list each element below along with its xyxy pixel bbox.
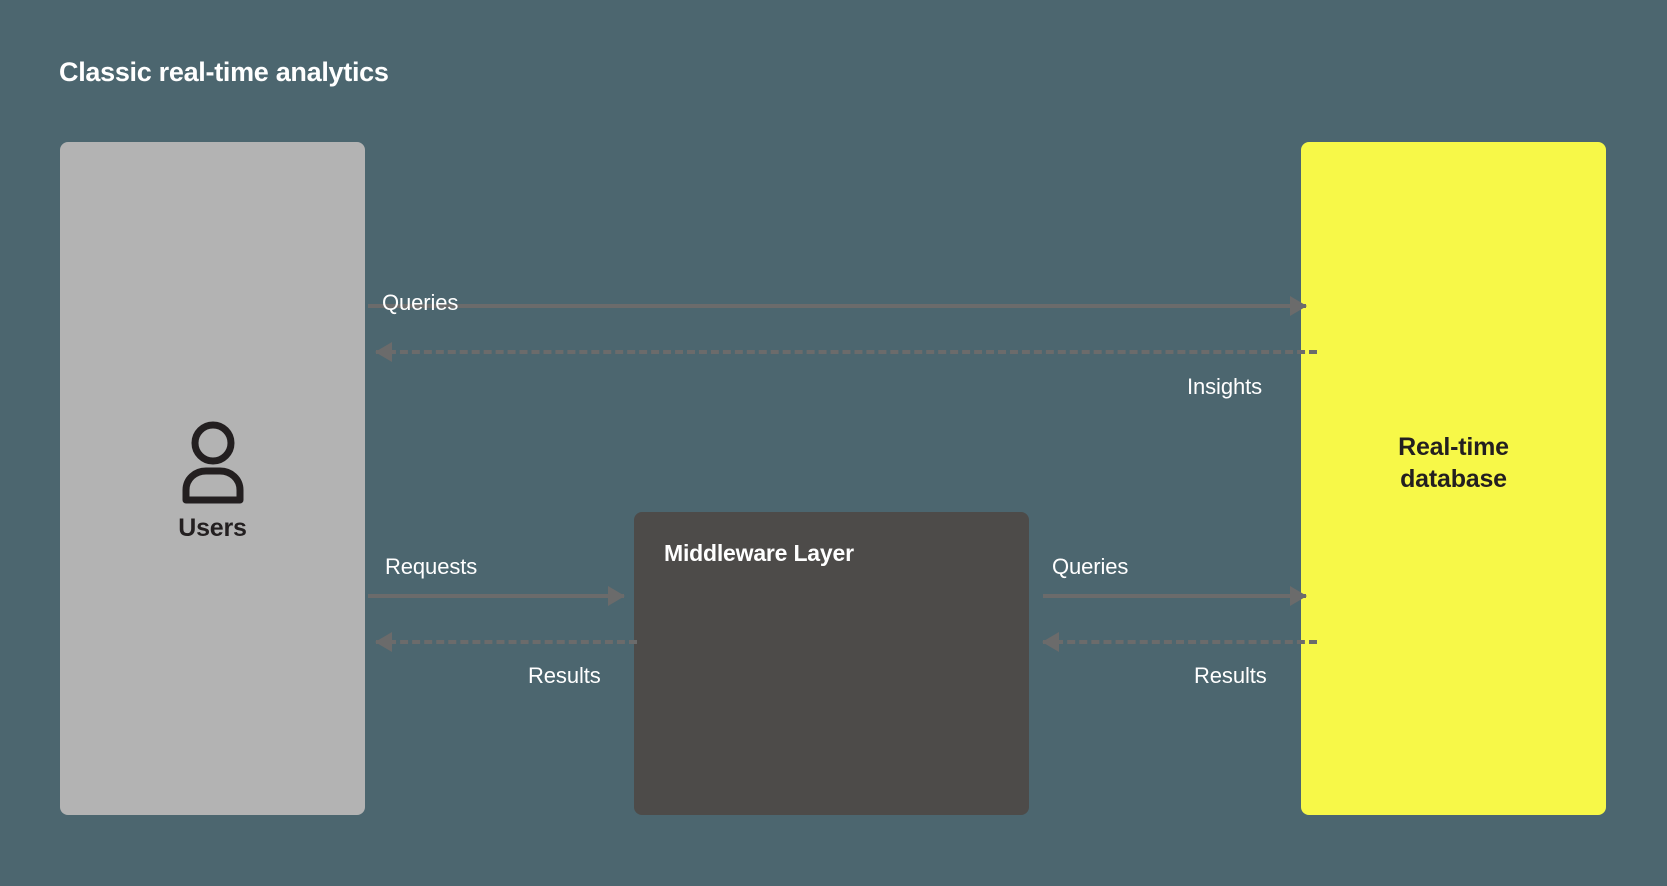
flow-line-dashed (376, 350, 1317, 354)
arrowhead-left-icon (375, 632, 392, 652)
arrowhead-left-icon (1042, 632, 1059, 652)
flow-line-dashed (1043, 640, 1317, 644)
users-node-content: Users (60, 420, 365, 543)
arrowhead-right-icon (1290, 586, 1307, 606)
flow-line (368, 304, 1306, 308)
flow-label-queries-top: Queries (382, 290, 459, 315)
arrowhead-right-icon (1290, 296, 1307, 316)
flow-label-results-left: Results (528, 663, 601, 688)
flow-label-requests: Requests (385, 554, 478, 579)
node-real-time-database: Real-time database (1301, 142, 1606, 815)
flow-line (1043, 594, 1306, 598)
arrowhead-left-icon (375, 342, 392, 362)
page-title: Classic real-time analytics (59, 57, 389, 87)
node-middleware-layer: Middleware Layer (634, 512, 1029, 815)
flow-label-insights: Insights (1187, 374, 1263, 399)
database-node-label: Real-time database (1301, 431, 1606, 495)
flow-label-queries-bottom: Queries (1052, 554, 1129, 579)
node-users: Users (60, 142, 365, 815)
user-icon (182, 421, 243, 504)
flow-line (368, 594, 624, 598)
flow-label-results-right: Results (1194, 663, 1267, 688)
flow-line-dashed (376, 640, 637, 644)
users-node-label: Users (178, 514, 247, 542)
database-label-line-1: Real-time (1398, 433, 1509, 461)
middleware-node-label: Middleware Layer (664, 540, 854, 566)
database-label-line-2: database (1400, 465, 1507, 493)
arrowhead-right-icon (608, 586, 625, 606)
